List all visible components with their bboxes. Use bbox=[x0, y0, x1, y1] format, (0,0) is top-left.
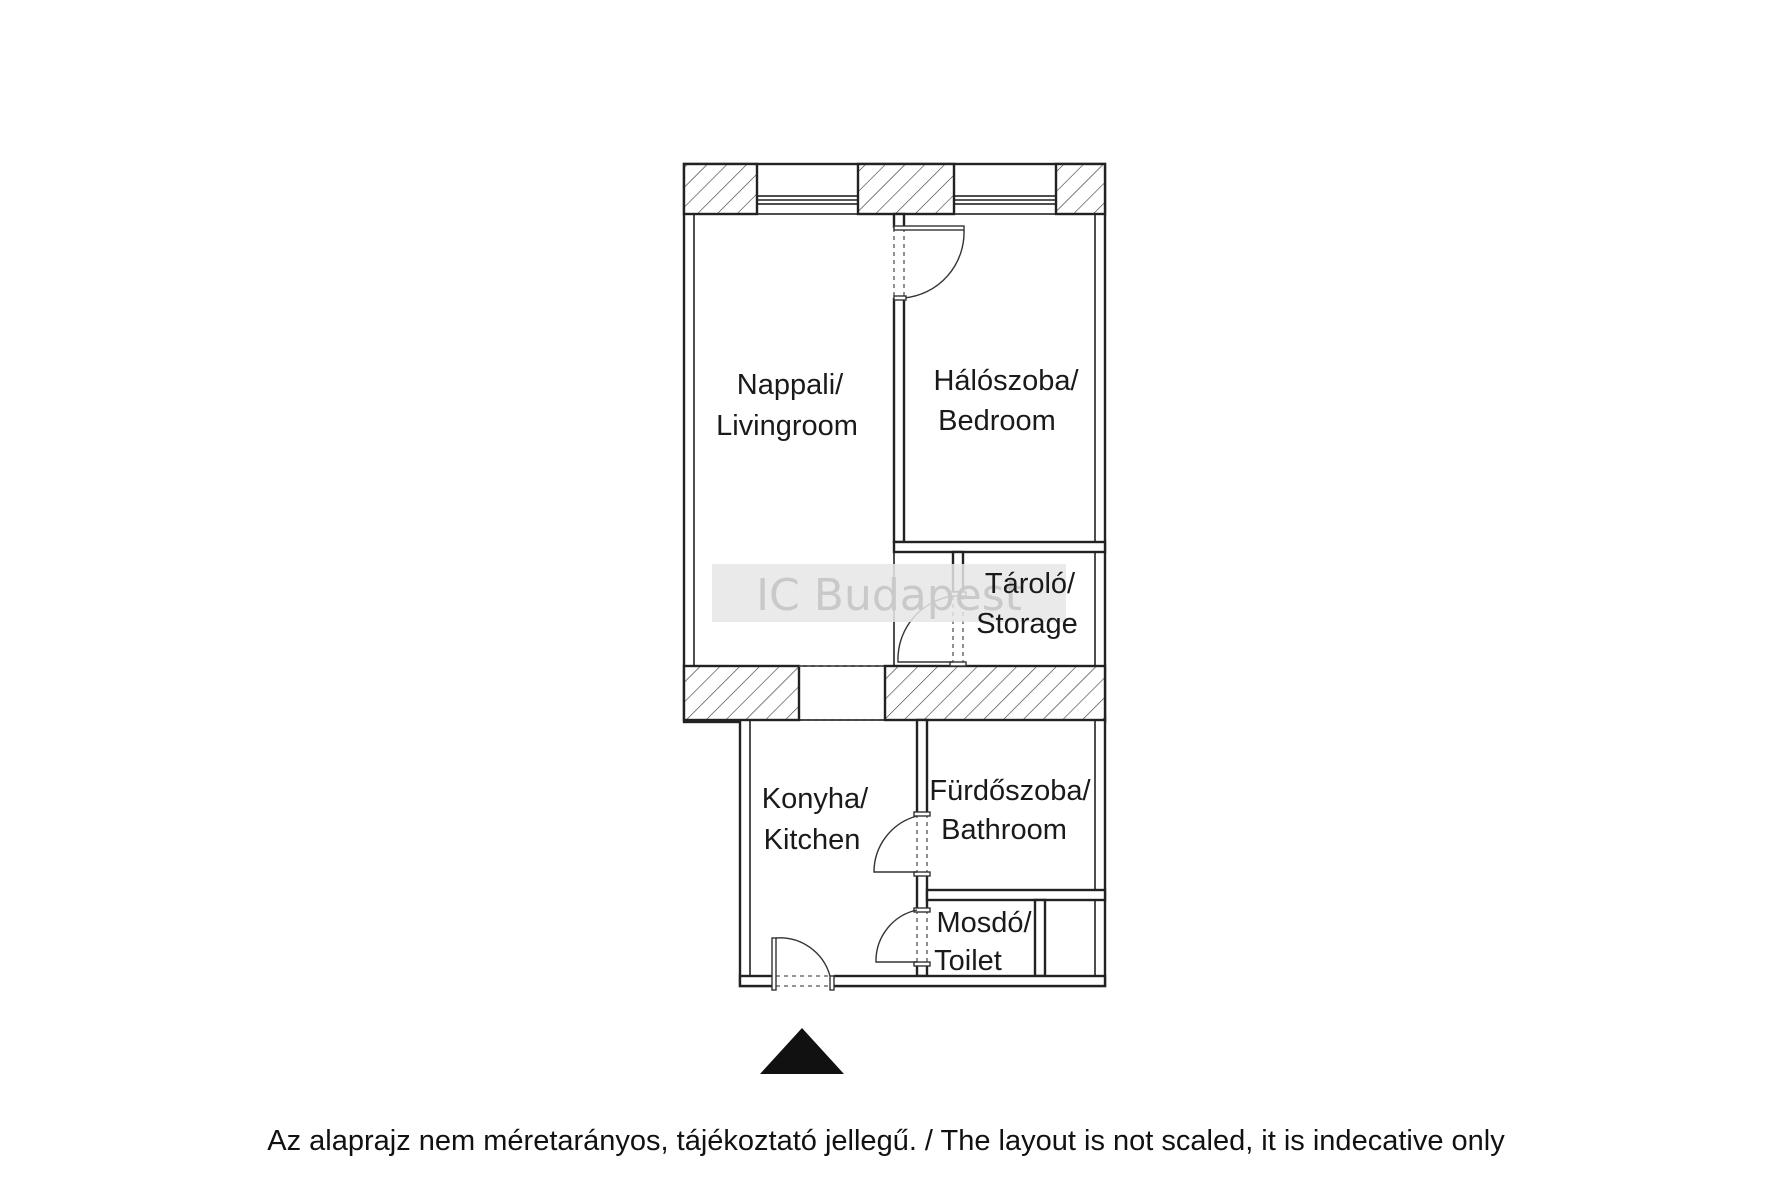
wall-bath-toilet bbox=[925, 888, 1107, 902]
label-toilet-hu: Mosdó/ bbox=[936, 907, 1032, 939]
label-toilet-en: Toilet bbox=[934, 945, 1002, 977]
bottom-wall bbox=[738, 974, 1107, 988]
pier-left bbox=[682, 162, 759, 216]
label-storage-en: Storage bbox=[976, 608, 1078, 640]
label-kitchen-en: Kitchen bbox=[764, 824, 861, 856]
door-entrance-swing bbox=[775, 937, 831, 977]
door-bedroom-leaf bbox=[893, 225, 965, 231]
disclaimer-text: Az alaprajz nem méretarányos, tájékoztat… bbox=[267, 1125, 1505, 1157]
label-storage-hu: Tároló/ bbox=[985, 568, 1076, 600]
middle-wall-band bbox=[682, 664, 1107, 722]
band-right bbox=[883, 664, 1107, 722]
windows bbox=[756, 195, 1057, 205]
door-bedroom-swing bbox=[903, 229, 965, 299]
watermark-band bbox=[712, 564, 1066, 622]
entrance-arrow-icon bbox=[760, 1028, 844, 1074]
door-bathroom-swing bbox=[873, 815, 918, 873]
label-bathroom-en: Bathroom bbox=[941, 814, 1067, 846]
watermark-text: IC Budapest bbox=[756, 570, 1022, 621]
label-bathroom-hu: Fürdőszoba/ bbox=[929, 775, 1091, 807]
watermark: IC Budapest bbox=[712, 564, 1066, 622]
interior-walls bbox=[693, 212, 1107, 667]
pier-right bbox=[1054, 162, 1107, 216]
label-living-hu: Nappali/ bbox=[737, 369, 844, 401]
door-entrance-leaf bbox=[771, 937, 777, 991]
wall-bedroom-storage bbox=[892, 540, 1107, 554]
room-labels: Nappali/ Livingroom Hálószoba/ Bedroom T… bbox=[716, 365, 1091, 977]
band-left bbox=[682, 664, 801, 722]
label-bedroom-hu: Hálószoba/ bbox=[933, 365, 1079, 397]
label-living-en: Livingroom bbox=[716, 410, 858, 442]
door-toilet-swing bbox=[875, 909, 918, 963]
label-kitchen-hu: Konyha/ bbox=[762, 783, 869, 815]
wall-toilet-shaft bbox=[1033, 898, 1047, 978]
label-bedroom-en: Bedroom bbox=[938, 405, 1056, 437]
pier-middle bbox=[856, 162, 956, 216]
